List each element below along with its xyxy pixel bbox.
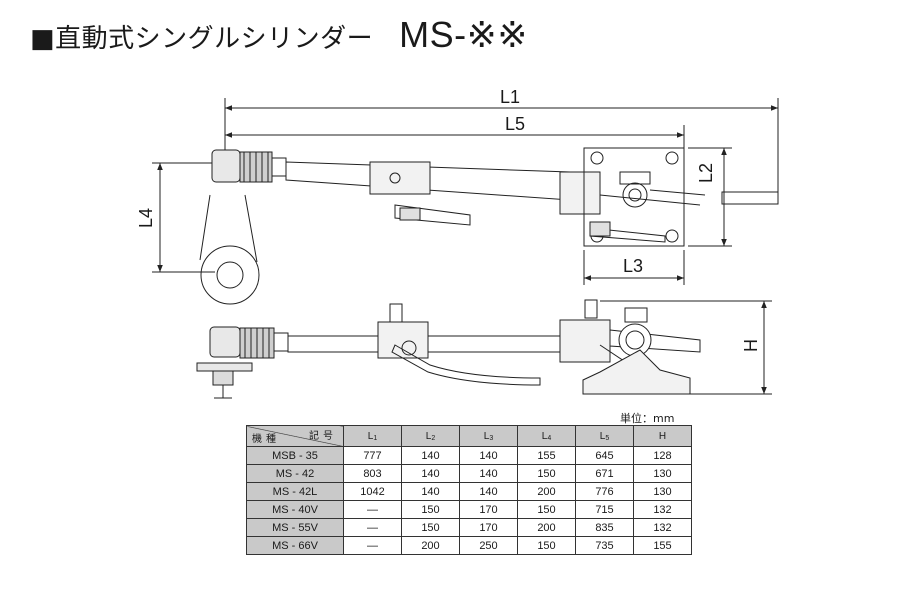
value-cell: 735 <box>575 536 634 555</box>
value-cell: 170 <box>459 518 518 537</box>
model-cell: MS - 66V <box>246 536 344 555</box>
cylinder-drawing: L1 L5 L3 L2 L4 H <box>136 87 779 399</box>
value-cell: 132 <box>633 518 692 537</box>
value-cell: 200 <box>401 536 460 555</box>
value-cell: 155 <box>517 446 576 465</box>
table-corner-header: 記号 機種 <box>246 425 344 447</box>
value-cell: 130 <box>633 482 692 501</box>
value-cell: 200 <box>517 482 576 501</box>
value-cell: 140 <box>459 464 518 483</box>
table-row: MSB - 35 777 140 140 155 645 128 <box>246 446 692 465</box>
unit-label: 単位：mm <box>620 412 675 425</box>
model-cell: MSB - 35 <box>246 446 344 465</box>
page-title: ■直動式シングルシリンダー MS-※※ <box>30 14 528 58</box>
value-cell: 150 <box>401 518 460 537</box>
table-row: MS - 66V — 200 250 150 735 155 <box>246 536 692 555</box>
value-cell: 645 <box>575 446 634 465</box>
value-cell: 803 <box>343 464 402 483</box>
dim-label-l3: L3 <box>623 256 643 276</box>
corner-label-symbol: 記号 <box>309 431 337 442</box>
column-header: L1 <box>343 425 402 447</box>
value-cell: 150 <box>517 500 576 519</box>
title-model: MS-※※ <box>399 14 528 55</box>
value-cell: 140 <box>401 482 460 501</box>
column-header: L3 <box>459 425 518 447</box>
value-cell: 250 <box>459 536 518 555</box>
value-cell: 150 <box>517 536 576 555</box>
corner-label-model: 機種 <box>252 434 280 445</box>
dim-label-l4: L4 <box>136 208 156 228</box>
model-cell: MS - 55V <box>246 518 344 537</box>
value-cell: 150 <box>517 464 576 483</box>
spec-table: 記号 機種 L1 L2 L3 L4 L5 H MSB - 35 777 140 … <box>246 425 692 555</box>
title-japanese: ■直動式シングルシリンダー <box>30 24 374 54</box>
column-header: H <box>633 425 692 447</box>
dim-label-l1: L1 <box>500 87 520 107</box>
value-cell: 140 <box>401 464 460 483</box>
value-cell: 776 <box>575 482 634 501</box>
column-header: L5 <box>575 425 634 447</box>
value-cell: 777 <box>343 446 402 465</box>
value-cell: 140 <box>401 446 460 465</box>
column-header: L4 <box>517 425 576 447</box>
value-cell: 155 <box>633 536 692 555</box>
value-cell: 671 <box>575 464 634 483</box>
table-row: MS - 40V — 150 170 150 715 132 <box>246 500 692 519</box>
value-cell: 132 <box>633 500 692 519</box>
model-cell: MS - 40V <box>246 500 344 519</box>
value-cell: 150 <box>401 500 460 519</box>
value-cell: — <box>343 518 402 537</box>
table-header-row: 記号 機種 L1 L2 L3 L4 L5 H <box>246 425 692 447</box>
value-cell: — <box>343 536 402 555</box>
dim-label-h: H <box>741 339 761 352</box>
value-cell: 128 <box>633 446 692 465</box>
dim-label-l2: L2 <box>696 163 716 183</box>
value-cell: 140 <box>459 446 518 465</box>
value-cell: 715 <box>575 500 634 519</box>
value-cell: 170 <box>459 500 518 519</box>
table-row: MS - 42 803 140 140 150 671 130 <box>246 464 692 483</box>
model-cell: MS - 42L <box>246 482 344 501</box>
dim-label-l5: L5 <box>505 114 525 134</box>
table-row: MS - 55V — 150 170 200 835 132 <box>246 518 692 537</box>
table-row: MS - 42L 1042 140 140 200 776 130 <box>246 482 692 501</box>
value-cell: 1042 <box>343 482 402 501</box>
value-cell: 200 <box>517 518 576 537</box>
value-cell: 130 <box>633 464 692 483</box>
value-cell: 835 <box>575 518 634 537</box>
value-cell: 140 <box>459 482 518 501</box>
model-cell: MS - 42 <box>246 464 344 483</box>
value-cell: — <box>343 500 402 519</box>
column-header: L2 <box>401 425 460 447</box>
